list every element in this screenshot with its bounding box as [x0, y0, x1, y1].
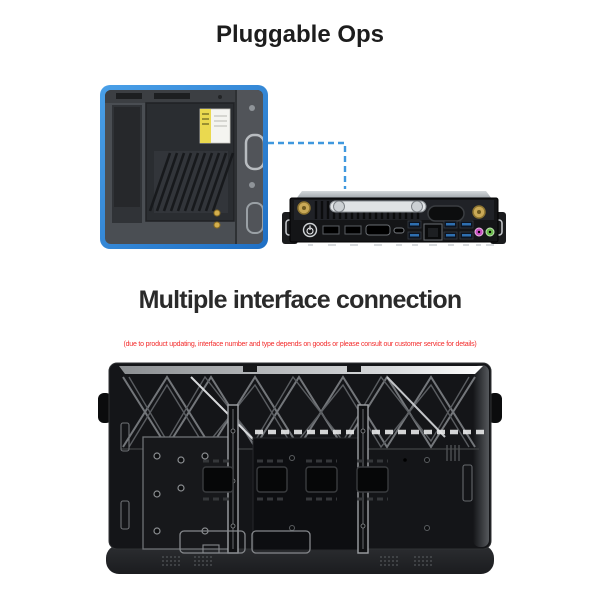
page-title-pluggable-ops: Pluggable Ops — [215, 21, 385, 48]
display-back-svg — [98, 362, 502, 574]
ops-slot-bay — [145, 102, 235, 222]
module-top-lid — [296, 191, 492, 199]
usb3-ports — [407, 220, 474, 240]
power-button-icon — [302, 222, 318, 238]
port-labels — [308, 244, 494, 246]
ops-slot-vents — [148, 151, 235, 213]
top-vent-slot — [116, 93, 142, 99]
displayport-2 — [344, 225, 362, 235]
monitor-back-photo-svg — [100, 85, 268, 249]
module-ports — [302, 220, 495, 241]
ops-module-svg — [282, 191, 506, 246]
top-vent-slot — [154, 93, 190, 99]
right-bracket — [462, 464, 473, 502]
vesa-plate — [142, 436, 236, 550]
panel-handle — [244, 133, 263, 171]
displayport-1 — [322, 225, 340, 235]
speaker-grilles — [162, 556, 432, 566]
screw — [249, 105, 255, 111]
panel-screws — [289, 455, 430, 531]
display-back-photo — [95, 361, 505, 579]
monitor-back-photo — [100, 85, 268, 249]
central-panel — [252, 437, 364, 551]
gold-screw — [213, 221, 221, 229]
ethernet-port — [423, 223, 443, 241]
panel-handle-lower — [246, 202, 263, 234]
hdmi-port — [365, 224, 391, 236]
top-edge-highlight — [119, 366, 483, 374]
connector-line — [268, 141, 347, 189]
usb-c-port — [393, 227, 405, 234]
right-side-vents — [446, 445, 460, 461]
disclaimer-note: (due to product updating, interface numb… — [123, 341, 477, 348]
gold-screw — [213, 209, 221, 217]
page-title-multiple-interface: Multiple interface connection — [138, 286, 462, 314]
ops-module-photo — [282, 188, 506, 250]
left-edge-brackets — [120, 422, 130, 530]
serial-port-cutout — [427, 205, 465, 222]
bottom-service-boxes — [179, 530, 311, 554]
screw — [249, 182, 255, 188]
module-handle — [329, 200, 427, 213]
dashed-connector-arrow — [264, 137, 356, 195]
cutout-row — [202, 459, 389, 501]
